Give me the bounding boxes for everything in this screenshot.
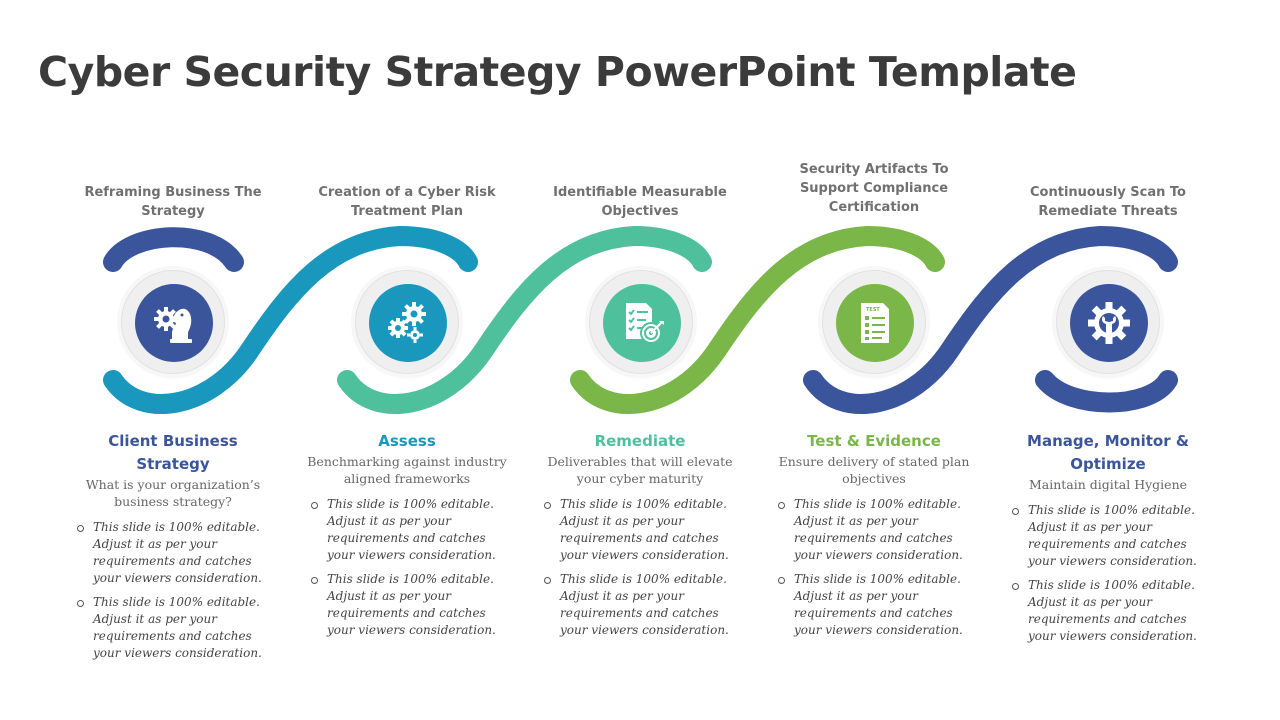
step-1-title: Client Business Strategy — [108, 432, 238, 473]
step-5-title: Manage, Monitor & Optimize — [1027, 432, 1189, 473]
step-3-title: Remediate — [594, 432, 686, 450]
step-4-icon-disc: TEST — [836, 284, 914, 362]
step-3-subtitle: Deliverables that will elevate your cybe… — [547, 454, 733, 486]
step-column-2: Assess Benchmarking against industry ali… — [307, 430, 507, 646]
wave-segment-test — [570, 225, 945, 414]
top-label-5: Continuously Scan To Remediate Threats — [1030, 185, 1186, 219]
wave-segment-manage — [803, 225, 1178, 414]
bullet-item: This slide is 100% editable. Adjust it a… — [774, 571, 974, 639]
step-1-icon-ring — [121, 270, 225, 374]
step-2-bullets: This slide is 100% editable. Adjust it a… — [307, 496, 507, 639]
step-5-bullets: This slide is 100% editable. Adjust it a… — [1008, 502, 1208, 645]
step-5-subtitle: Maintain digital Hygiene — [1028, 477, 1188, 492]
gears-icon — [388, 302, 426, 343]
step-3-icon-disc — [603, 284, 681, 362]
step-5-icon-disc — [1070, 284, 1148, 362]
top-label-2: Creation of a Cyber Risk Treatment Plan — [318, 185, 496, 219]
step-2-title: Assess — [378, 432, 436, 450]
top-label-4: Security Artifacts To Support Compliance… — [799, 162, 949, 215]
step-4-subtitle: Ensure delivery of stated plan objective… — [778, 454, 970, 486]
step-column-1: Client Business Strategy What is your or… — [73, 430, 273, 669]
step-2-icon-ring — [355, 270, 459, 374]
bullet-item: This slide is 100% editable. Adjust it a… — [73, 594, 273, 662]
checklist-target-icon — [626, 303, 664, 344]
bullet-item: This slide is 100% editable. Adjust it a… — [540, 571, 740, 639]
step-1-bullets: This slide is 100% editable. Adjust it a… — [73, 519, 273, 662]
bullet-item: This slide is 100% editable. Adjust it a… — [307, 496, 507, 564]
bullet-item: This slide is 100% editable. Adjust it a… — [1008, 502, 1208, 570]
step-5-icon-ring — [1056, 270, 1160, 374]
slide-title: Cyber Security Strategy PowerPoint Templ… — [38, 48, 1077, 96]
step-column-3: Remediate Deliverables that will elevate… — [540, 430, 740, 646]
step-4-title: Test & Evidence — [807, 432, 941, 450]
chess-knight-gear-icon — [154, 307, 192, 343]
bullet-item: This slide is 100% editable. Adjust it a… — [73, 519, 273, 587]
bullet-item: This slide is 100% editable. Adjust it a… — [540, 496, 740, 564]
wave-cap-top-left — [103, 227, 244, 272]
bullet-item: This slide is 100% editable. Adjust it a… — [774, 496, 974, 564]
step-4-icon-ring: TEST — [822, 270, 926, 374]
step-3-icon-ring — [589, 270, 693, 374]
step-column-5: Manage, Monitor & Optimize Maintain digi… — [1008, 430, 1208, 652]
top-label-3: Identifiable Measurable Objectives — [553, 185, 727, 219]
bullet-item: This slide is 100% editable. Adjust it a… — [1008, 577, 1208, 645]
step-1-subtitle: What is your organization’s business str… — [85, 477, 261, 509]
wave-cap-bottom-right — [1035, 370, 1178, 413]
wave-segment-assess — [103, 225, 478, 414]
step-1-icon-disc — [135, 284, 213, 362]
step-3-bullets: This slide is 100% editable. Adjust it a… — [540, 496, 740, 639]
bullet-item: This slide is 100% editable. Adjust it a… — [307, 571, 507, 639]
top-label-1: Reframing Business The Strategy — [84, 185, 262, 219]
step-4-bullets: This slide is 100% editable. Adjust it a… — [774, 496, 974, 639]
step-column-4: Test & Evidence Ensure delivery of state… — [774, 430, 974, 646]
gear-wrench-icon — [1088, 302, 1130, 344]
step-2-icon-disc — [369, 284, 447, 362]
test-icon-label: TEST — [866, 307, 880, 313]
wave-segment-remediate — [337, 225, 712, 414]
step-2-subtitle: Benchmarking against industry aligned fr… — [307, 454, 507, 486]
test-document-icon: TEST — [861, 303, 889, 343]
